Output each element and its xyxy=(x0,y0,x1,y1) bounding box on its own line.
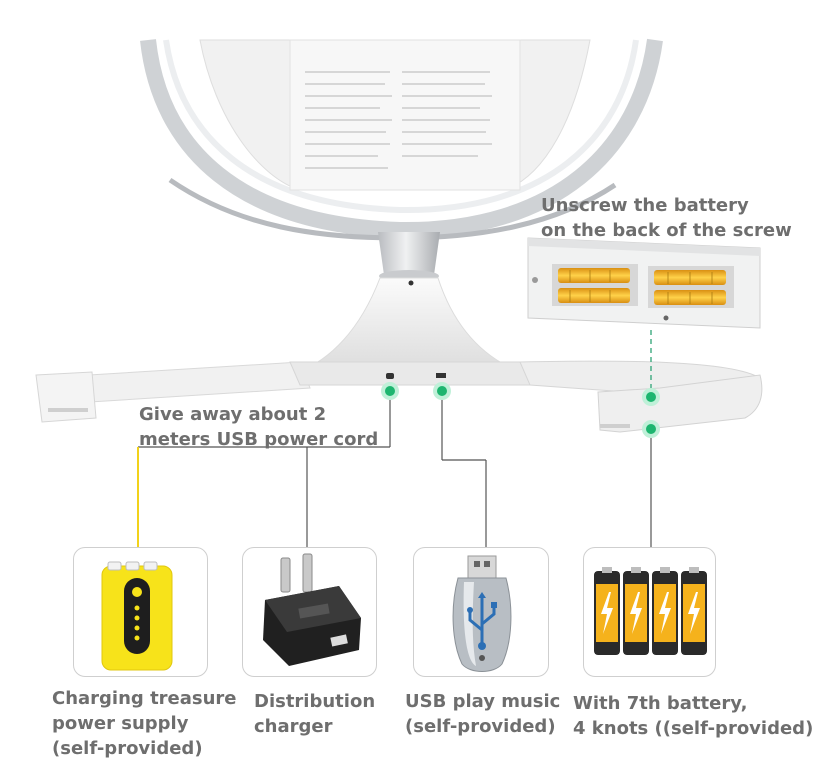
callout-line: meters USB power cord xyxy=(139,429,379,450)
caption-line: (self-provided) xyxy=(405,716,556,737)
caption-line: charger xyxy=(254,716,333,737)
usb-music-caption: USB play music (self-provided) xyxy=(405,689,560,739)
caption-line: (self-provided) xyxy=(52,738,203,759)
connector-lines xyxy=(137,330,652,547)
caption-line: power supply xyxy=(52,713,189,734)
seat-ring xyxy=(140,38,663,239)
battery-back-callout: Unscrew the battery on the back of the s… xyxy=(541,193,792,243)
caption-line: USB play music xyxy=(405,691,561,712)
batteries-card xyxy=(583,547,716,677)
power-bank-icon xyxy=(101,561,173,671)
aa-battery-icon xyxy=(594,567,707,655)
callout-line: Unscrew the battery xyxy=(541,195,749,216)
power-bank-caption: Charging treasure power supply (self-pro… xyxy=(52,686,237,761)
connector-dots xyxy=(381,382,660,438)
product-illustration: Unscrew the battery on the back of the s… xyxy=(35,38,813,761)
power-bank-card xyxy=(73,547,208,677)
usb-drive-icon xyxy=(452,555,512,672)
caption-line: With 7th battery, xyxy=(573,693,748,714)
callout-line: on the back of the screw xyxy=(541,220,792,241)
caption-line: Charging treasure xyxy=(52,688,237,709)
usb-symbol xyxy=(468,598,496,644)
callout-line: Give away about 2 xyxy=(139,404,327,425)
caption-line: 4 knots ((self-provided) xyxy=(573,718,813,739)
charger-card xyxy=(242,547,377,677)
batteries-caption: With 7th battery, 4 knots ((self-provide… xyxy=(573,691,813,741)
caption-line: Distribution xyxy=(254,691,376,712)
usb-music-card xyxy=(413,547,549,677)
instruction-tag xyxy=(289,39,521,191)
usb-cord-callout: Give away about 2 meters USB power cord xyxy=(139,402,378,452)
swing-stand-drawing xyxy=(35,38,763,547)
charger-caption: Distribution charger xyxy=(254,689,375,739)
wall-charger-icon xyxy=(263,553,361,666)
